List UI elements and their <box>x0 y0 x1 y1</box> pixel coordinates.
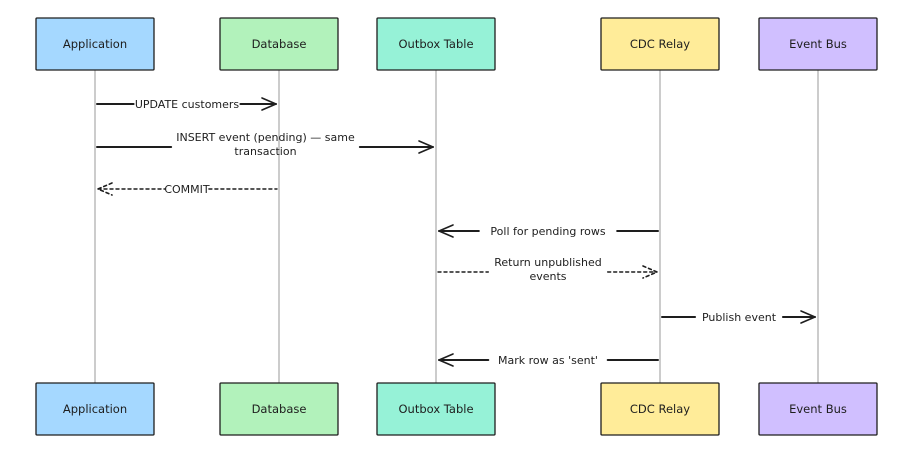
participant-label: CDC Relay <box>630 37 690 51</box>
participant-outbox-top: Outbox Table <box>376 17 496 71</box>
message-1: UPDATE customers <box>96 97 277 111</box>
message-label: transaction <box>234 145 296 158</box>
participant-app-bottom: Application <box>35 382 155 436</box>
participant-box <box>600 382 720 436</box>
participant-outbox-bottom: Outbox Table <box>376 382 496 436</box>
arrow-head <box>418 140 434 154</box>
message-6: Publish event <box>661 310 816 324</box>
participant-label: CDC Relay <box>630 402 690 416</box>
arrow-head <box>642 265 658 279</box>
participant-label: Application <box>63 402 127 416</box>
participant-box <box>35 382 155 436</box>
participant-label: Event Bus <box>789 37 847 51</box>
message-label: UPDATE customers <box>135 98 240 111</box>
message-3: COMMIT <box>97 182 278 196</box>
participant-label: Outbox Table <box>398 37 473 51</box>
participant-box <box>376 17 496 71</box>
message-label: Poll for pending rows <box>490 225 605 238</box>
message-label: events <box>529 270 566 283</box>
participant-bus-top: Event Bus <box>758 17 878 71</box>
message-label: INSERT event (pending) — same <box>176 131 355 144</box>
arrow-head <box>438 224 454 238</box>
participant-box <box>758 382 878 436</box>
arrow-head <box>800 310 816 324</box>
participant-box <box>35 17 155 71</box>
participant-relay-bottom: CDC Relay <box>600 382 720 436</box>
participant-label: Database <box>252 37 307 51</box>
participant-label: Outbox Table <box>398 402 473 416</box>
message-label: COMMIT <box>164 183 210 196</box>
message-7: Mark row as 'sent' <box>438 353 659 367</box>
participant-app-top: Application <box>35 17 155 71</box>
arrow-head <box>438 353 454 367</box>
arrow-head <box>97 182 113 196</box>
participant-relay-top: CDC Relay <box>600 17 720 71</box>
participant-label: Application <box>63 37 127 51</box>
participant-box <box>219 382 339 436</box>
participant-box <box>758 17 878 71</box>
participant-box <box>600 17 720 71</box>
message-label: Publish event <box>702 311 777 324</box>
message-label: Mark row as 'sent' <box>498 354 598 367</box>
arrow-head <box>261 97 277 111</box>
participant-db-bottom: Database <box>219 382 339 436</box>
participant-label: Event Bus <box>789 402 847 416</box>
participant-label: Database <box>252 402 307 416</box>
message-label: Return unpublished <box>494 256 601 269</box>
participant-db-top: Database <box>219 17 339 71</box>
participant-box <box>376 382 496 436</box>
participant-box <box>219 17 339 71</box>
participant-bus-bottom: Event Bus <box>758 382 878 436</box>
message-4: Poll for pending rows <box>438 224 659 238</box>
